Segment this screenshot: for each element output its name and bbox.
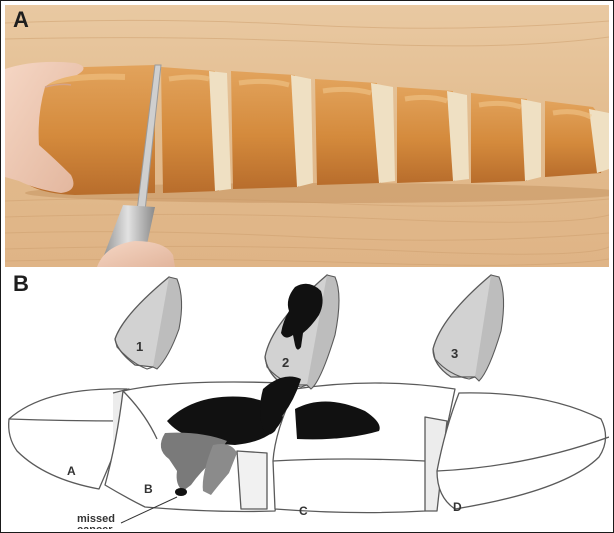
segment-a-label: A: [67, 464, 76, 478]
segment-c-label: C: [299, 504, 308, 518]
blade-1-label: 1: [136, 339, 143, 354]
panel-a-photo: A: [5, 5, 609, 267]
segment-b-label: B: [144, 482, 153, 496]
panel-b-label: B: [13, 271, 29, 297]
bread-slicing-photo: [5, 5, 609, 267]
specimen-slicing-diagram: 1 2 3 A B C D missed cancer: [5, 271, 609, 529]
panel-b-diagram: 1 2 3 A B C D missed cancer B: [5, 271, 609, 529]
blade-3-label: 3: [451, 346, 458, 361]
blade-2-label: 2: [282, 355, 289, 370]
panel-a-label: A: [13, 7, 29, 33]
segment-d-label: D: [453, 500, 462, 514]
missed-cancer-label-line2: cancer: [77, 524, 113, 529]
segment-d: [437, 393, 606, 509]
